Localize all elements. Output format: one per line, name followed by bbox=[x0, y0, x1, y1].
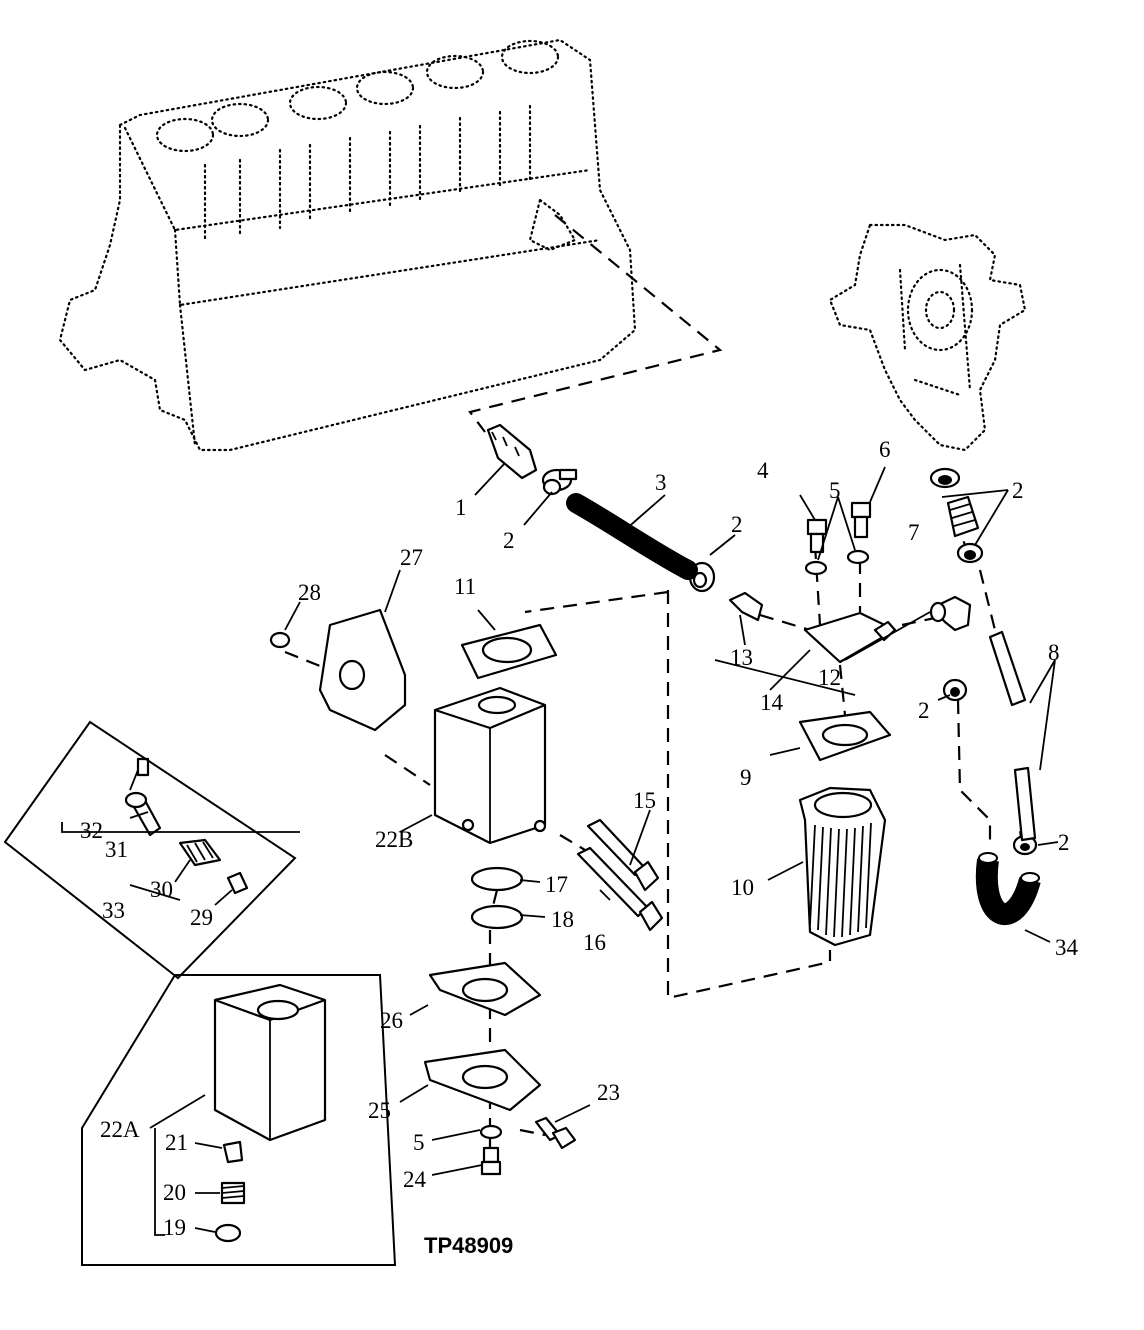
callout-10: 10 bbox=[731, 875, 754, 900]
callout-29: 29 bbox=[190, 905, 213, 930]
part-25-plate bbox=[423, 1048, 542, 1112]
callout-28: 28 bbox=[298, 580, 321, 605]
callout-31: 31 bbox=[105, 837, 128, 862]
part-26-gasket bbox=[428, 961, 542, 1017]
part-31-valve bbox=[124, 791, 162, 837]
part-5-washer bbox=[846, 549, 870, 565]
callout-2: 2 bbox=[1012, 478, 1024, 503]
part-27-gasket bbox=[318, 608, 407, 732]
part-5-washer bbox=[479, 1124, 503, 1140]
callout-24: 24 bbox=[403, 1167, 427, 1192]
inset-frame-22a bbox=[81, 974, 397, 1266]
callout-21: 21 bbox=[165, 1130, 188, 1155]
callout-8: 8 bbox=[1048, 640, 1060, 665]
part-8-tube bbox=[988, 630, 1027, 707]
part-11-gasket bbox=[460, 623, 558, 680]
callout-27: 27 bbox=[400, 545, 423, 570]
callout-5: 5 bbox=[829, 478, 841, 503]
callout-15: 15 bbox=[633, 788, 656, 813]
part-30-spring bbox=[178, 838, 222, 867]
part-14-cover bbox=[803, 611, 897, 664]
part-23-cap-screw bbox=[534, 1116, 577, 1150]
figure-code: TP48909 bbox=[424, 1233, 513, 1258]
part-32-pin bbox=[136, 757, 150, 777]
callout-23: 23 bbox=[597, 1080, 620, 1105]
part-15-cap-screw bbox=[586, 818, 660, 892]
part-22a-housing bbox=[213, 983, 327, 1142]
part-29-plug bbox=[226, 871, 249, 895]
part-18-o-ring bbox=[470, 904, 524, 930]
callout-12: 12 bbox=[818, 665, 841, 690]
inset-frame-33 bbox=[3, 720, 297, 980]
callout-20: 20 bbox=[163, 1180, 186, 1205]
engine-block-phantom bbox=[58, 38, 637, 452]
callout-2: 2 bbox=[503, 528, 515, 553]
part-19-valve bbox=[214, 1223, 242, 1243]
part-28-o-ring bbox=[269, 631, 291, 649]
callout-18: 18 bbox=[551, 907, 574, 932]
callout-labels: 1 2 3 2 4 5 6 7 2 8 11 13 12 14 2 9 10 1… bbox=[80, 437, 1079, 1258]
part-34-hose bbox=[975, 858, 1041, 925]
part-34-hose-end bbox=[978, 852, 998, 864]
part-16-cap-screw bbox=[576, 846, 664, 932]
part-20-spring bbox=[220, 1181, 246, 1205]
part-34-hose-end bbox=[1020, 872, 1040, 884]
callout-13: 13 bbox=[730, 645, 753, 670]
callout-2: 2 bbox=[918, 698, 930, 723]
callout-26: 26 bbox=[380, 1008, 403, 1033]
part-6-bolt bbox=[850, 501, 872, 539]
part-4-bolt bbox=[806, 518, 828, 554]
part-21-plug bbox=[222, 1140, 244, 1164]
callout-34: 34 bbox=[1055, 935, 1079, 960]
part-8-tube bbox=[1013, 766, 1037, 842]
callout-11: 11 bbox=[454, 574, 476, 599]
part-17-o-ring bbox=[470, 866, 524, 892]
callout-16: 16 bbox=[583, 930, 606, 955]
callout-22a: 22A bbox=[100, 1117, 140, 1142]
part-5-washer bbox=[804, 560, 828, 576]
callout-33: 33 bbox=[102, 898, 125, 923]
callout-7: 7 bbox=[908, 520, 920, 545]
part-2-clamp bbox=[929, 467, 961, 489]
callout-22b: 22B bbox=[375, 827, 413, 852]
gear-housing-phantom bbox=[828, 223, 1027, 452]
callout-19: 19 bbox=[163, 1215, 186, 1240]
callout-32: 32 bbox=[80, 818, 103, 843]
part-22b-housing bbox=[433, 686, 547, 845]
part-12-elbow bbox=[929, 595, 972, 632]
part-2-clamp bbox=[541, 468, 578, 496]
callout-2: 2 bbox=[1058, 830, 1070, 855]
callout-4: 4 bbox=[757, 458, 769, 483]
part-9-gasket bbox=[798, 710, 892, 762]
part-13-fitting bbox=[728, 591, 764, 622]
callout-25: 25 bbox=[368, 1098, 391, 1123]
part-1-fitting bbox=[486, 423, 538, 480]
part-2-clamp bbox=[956, 542, 984, 564]
part-24-cap-screw bbox=[480, 1146, 502, 1176]
callout-1: 1 bbox=[455, 495, 467, 520]
callout-2: 2 bbox=[731, 512, 743, 537]
callout-17: 17 bbox=[545, 872, 568, 897]
part-10-filter bbox=[798, 786, 887, 947]
callout-30: 30 bbox=[150, 877, 173, 902]
part-7-hose bbox=[946, 495, 980, 538]
callout-6: 6 bbox=[879, 437, 891, 462]
part-3-hose bbox=[566, 493, 698, 580]
callout-14: 14 bbox=[760, 690, 784, 715]
callout-9: 9 bbox=[740, 765, 752, 790]
callout-5: 5 bbox=[413, 1130, 425, 1155]
callout-3: 3 bbox=[655, 470, 667, 495]
leader-lines bbox=[61, 462, 1059, 1236]
